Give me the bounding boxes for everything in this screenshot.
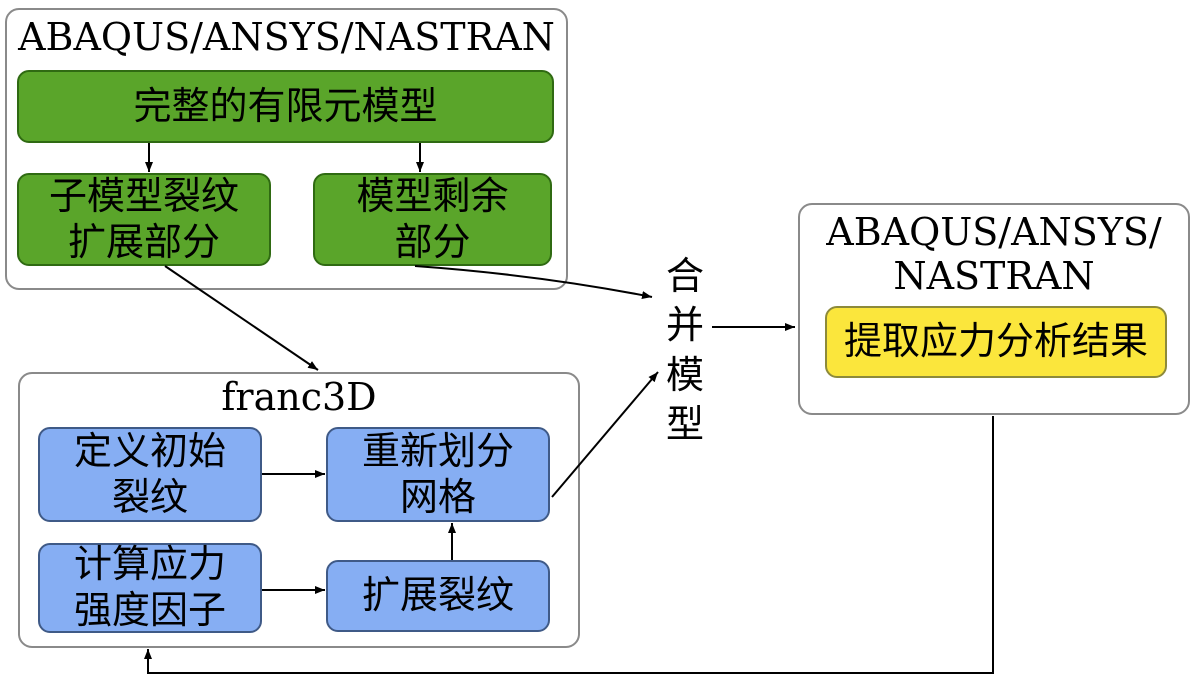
node-extend-crack: 扩展裂纹	[326, 560, 550, 632]
node-full-model: 完整的有限元模型	[17, 70, 554, 143]
node-model-remaining: 模型剩余 部分	[313, 173, 552, 266]
node-submodel-crack: 子模型裂纹 扩展部分	[17, 173, 271, 266]
node-define-crack: 定义初始 裂纹	[38, 427, 262, 522]
group-fea-right-title: ABAQUS/ANSYS/ NASTRAN	[826, 210, 1162, 298]
group-franc3d-title: franc3D	[221, 375, 377, 419]
node-remesh: 重新划分 网格	[326, 427, 550, 522]
node-extract-results: 提取应力分析结果	[825, 306, 1167, 378]
group-fea-top-title: ABAQUS/ANSYS/NASTRAN	[18, 15, 555, 59]
node-compute-sif: 计算应力 强度因子	[38, 542, 262, 633]
merge-model-label: 合 并 模 型	[665, 254, 704, 447]
